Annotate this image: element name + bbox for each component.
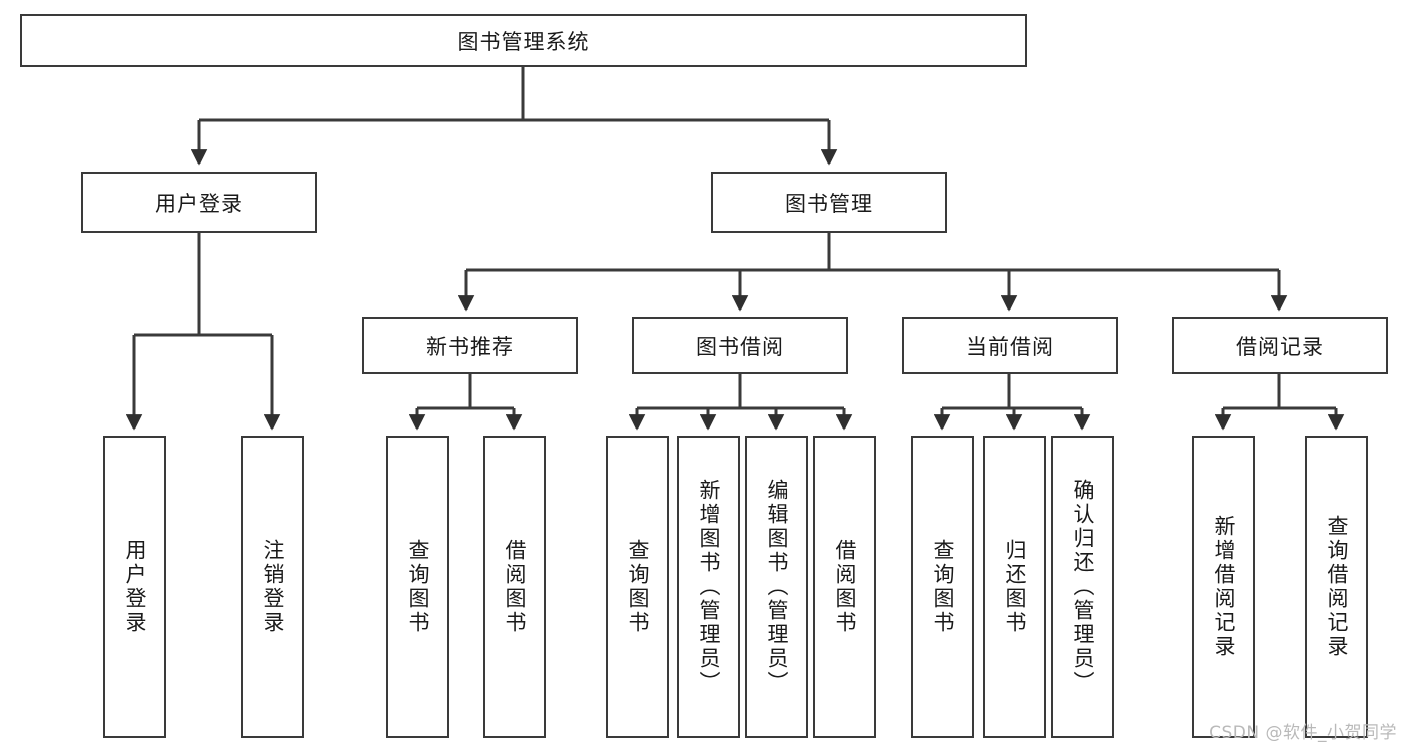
node-root-label: 图书管理系统 <box>457 29 590 54</box>
node-leaf-add-book-admin-label: 新增图书（管理员） <box>697 479 721 695</box>
node-leaf-query-book-2[interactable]: 查询图书 <box>606 436 669 738</box>
node-leaf-return-book[interactable]: 归还图书 <box>983 436 1046 738</box>
node-leaf-edit-book-admin-label: 编辑图书（管理员） <box>765 479 789 695</box>
node-leaf-user-login-label: 用户登录 <box>123 539 147 635</box>
node-leaf-borrow-book-1[interactable]: 借阅图书 <box>483 436 546 738</box>
node-leaf-query-book-1[interactable]: 查询图书 <box>386 436 449 738</box>
node-book-borrow[interactable]: 图书借阅 <box>632 317 848 374</box>
node-user-login[interactable]: 用户登录 <box>81 172 317 233</box>
node-leaf-query-borrow-record[interactable]: 查询借阅记录 <box>1305 436 1368 738</box>
node-leaf-add-book-admin[interactable]: 新增图书（管理员） <box>677 436 740 738</box>
node-leaf-borrow-book-2[interactable]: 借阅图书 <box>813 436 876 738</box>
node-current-borrow[interactable]: 当前借阅 <box>902 317 1118 374</box>
node-leaf-borrow-book-1-label: 借阅图书 <box>503 539 527 635</box>
node-leaf-logout-label: 注销登录 <box>261 539 285 635</box>
node-leaf-add-borrow-record[interactable]: 新增借阅记录 <box>1192 436 1255 738</box>
node-leaf-add-borrow-record-label: 新增借阅记录 <box>1212 515 1236 659</box>
node-user-login-label: 用户登录 <box>155 191 243 216</box>
node-root-system[interactable]: 图书管理系统 <box>20 14 1027 67</box>
node-new-book-recommend[interactable]: 新书推荐 <box>362 317 578 374</box>
node-leaf-return-book-label: 归还图书 <box>1003 539 1027 635</box>
node-leaf-query-book-3-label: 查询图书 <box>931 539 955 635</box>
node-leaf-query-book-2-label: 查询图书 <box>626 539 650 635</box>
node-leaf-query-borrow-record-label: 查询借阅记录 <box>1325 515 1349 659</box>
node-leaf-query-book-3[interactable]: 查询图书 <box>911 436 974 738</box>
node-borrow-record[interactable]: 借阅记录 <box>1172 317 1388 374</box>
node-leaf-user-login[interactable]: 用户登录 <box>103 436 166 738</box>
node-book-manage-label: 图书管理 <box>785 191 873 216</box>
node-leaf-logout[interactable]: 注销登录 <box>241 436 304 738</box>
node-leaf-borrow-book-2-label: 借阅图书 <box>833 539 857 635</box>
node-book-borrow-label: 图书借阅 <box>696 334 784 359</box>
node-borrow-record-label: 借阅记录 <box>1236 334 1324 359</box>
node-new-book-recommend-label: 新书推荐 <box>426 334 514 359</box>
node-book-manage[interactable]: 图书管理 <box>711 172 947 233</box>
node-leaf-confirm-return-admin[interactable]: 确认归还（管理员） <box>1051 436 1114 738</box>
node-leaf-confirm-return-admin-label: 确认归还（管理员） <box>1071 479 1095 695</box>
node-leaf-edit-book-admin[interactable]: 编辑图书（管理员） <box>745 436 808 738</box>
node-current-borrow-label: 当前借阅 <box>966 334 1054 359</box>
node-leaf-query-book-1-label: 查询图书 <box>406 539 430 635</box>
